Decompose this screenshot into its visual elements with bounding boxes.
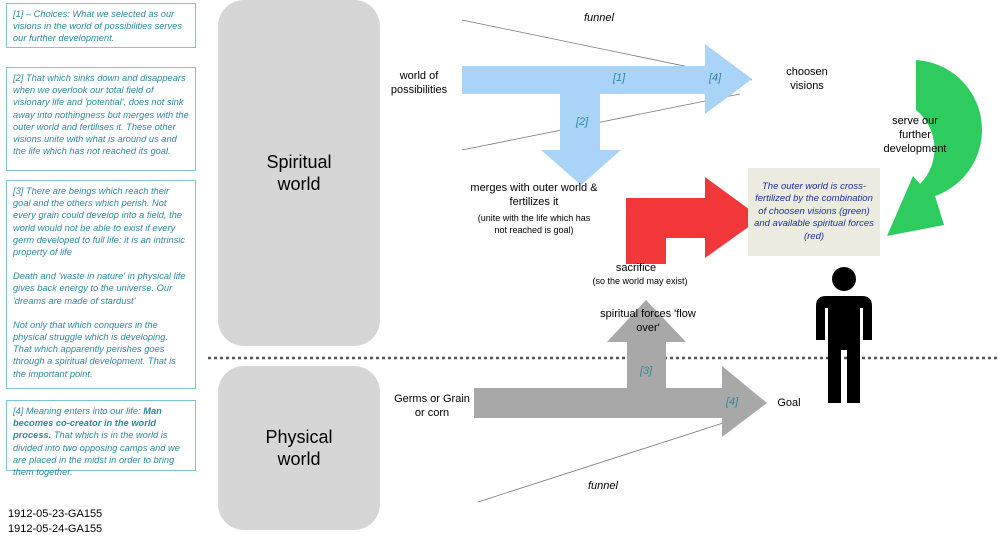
serve-development-label: serve our further development	[883, 115, 947, 155]
merges-label: merges with outer world & fertilizes it	[470, 182, 598, 208]
note-3-text-b: Death and 'waste in nature' in physical …	[13, 271, 186, 306]
note-2: [2] That which sinks down and disappears…	[6, 67, 196, 171]
note-4-bold: Man becomes co-creator in the world proc…	[13, 406, 162, 441]
tag-4-bottom: [4]	[726, 396, 739, 408]
outer-world-text: The outer world is cross-fertilized by t…	[754, 180, 874, 242]
note-4-pre: [4] Meaning enters into our life:	[13, 406, 144, 416]
reference-1: 1912-05-23-GA155	[8, 508, 103, 520]
physical-world-label: Physical world	[265, 427, 333, 469]
choosen-visions-label: choosen visions	[786, 66, 828, 92]
tag-4-top: [4]	[709, 72, 722, 84]
note-3-text-c: Not only that which conquers in the phys…	[13, 319, 176, 379]
note-2-text: [2] That which sinks down and disappears…	[13, 73, 189, 157]
spiritual-world-label: Spiritual world	[266, 152, 332, 194]
tag-3: [3]	[640, 365, 653, 377]
note-4-post: That which is in the world is divided in…	[13, 430, 180, 478]
reference-2: 1912-05-24-GA155	[8, 523, 103, 535]
note-3: [3] There are beings which reach their g…	[6, 180, 196, 389]
note-1: [1] – Choices: What we selected as our v…	[6, 3, 196, 48]
funnel-bottom-line	[477, 414, 749, 503]
note-1-text: [1] – Choices: What we selected as our v…	[13, 9, 182, 44]
note-4: [4] Meaning enters into our life: Man be…	[6, 400, 196, 477]
spiritual-world-panel: Spiritual world	[218, 0, 380, 346]
spiritual-forces-label: spiritual forces 'flow over'	[600, 308, 696, 334]
grey-arrow	[474, 300, 767, 437]
outer-world-box: The outer world is cross-fertilized by t…	[748, 168, 880, 256]
sacrifice-sublabel: (so the world may exist)	[592, 276, 688, 286]
funnel-top-label: funnel	[584, 12, 614, 24]
funnel-bottom-label: funnel	[588, 480, 618, 492]
note-4-text: [4] Meaning enters into our life: Man be…	[13, 405, 189, 478]
note-3-text-a: [3] There are beings which reach their g…	[13, 186, 186, 258]
blue-arrow	[462, 44, 752, 185]
merges-sublabel: (unite with the life which has not reach…	[477, 213, 591, 235]
green-arrow	[887, 60, 983, 236]
world-of-possibilities-label: world of possibilities	[390, 70, 448, 96]
red-arrow	[626, 177, 761, 264]
tag-2: [2]	[576, 116, 589, 128]
germs-label: Germs or Grain or corn	[394, 393, 470, 419]
person-icon	[816, 267, 872, 403]
goal-label: Goal	[777, 397, 801, 409]
sacrifice-label: sacrifice	[615, 262, 657, 274]
physical-world-panel: Physical world	[218, 366, 380, 530]
tag-1: [1]	[613, 72, 626, 84]
funnel-mid-line	[461, 93, 741, 151]
